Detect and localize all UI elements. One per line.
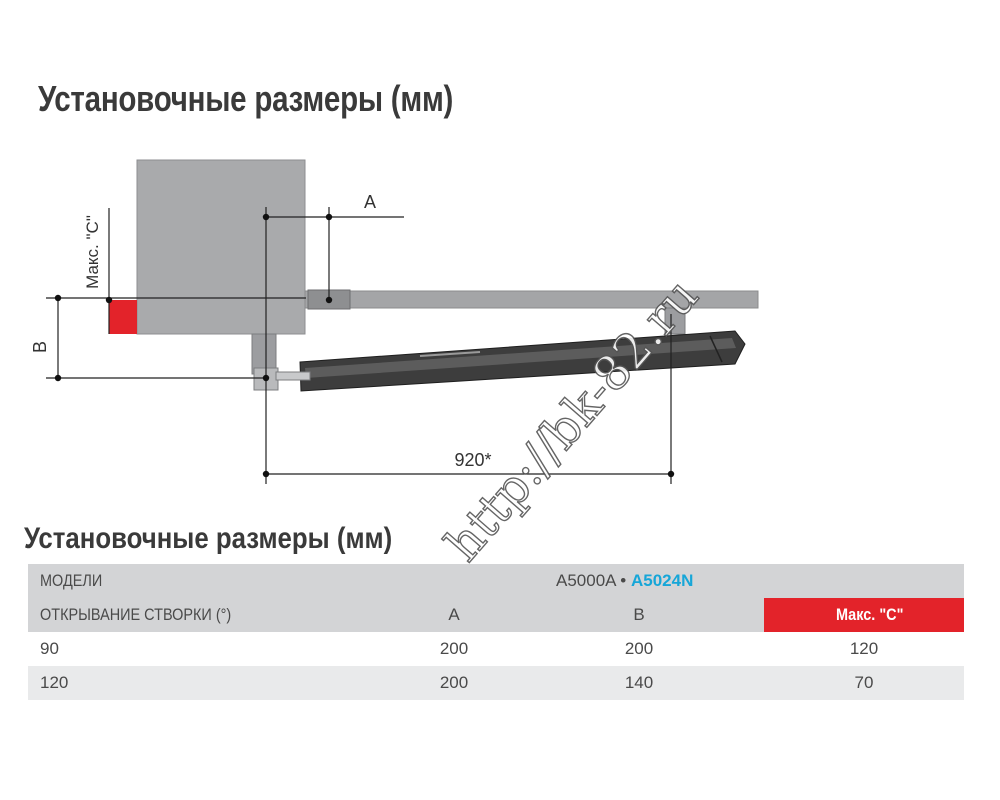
actuator bbox=[275, 330, 746, 392]
dimension-label-max-c: Макс. "С" bbox=[83, 215, 102, 289]
opening-label: ОТКРЫВАНИЕ СТВОРКИ (°) bbox=[28, 598, 394, 632]
column-header-max-c: Макс. "С" bbox=[764, 598, 964, 632]
column-header-b: B bbox=[514, 598, 764, 632]
table-row: 90 200 200 120 bbox=[28, 632, 964, 666]
gate-bracket bbox=[664, 307, 686, 335]
row-angle: 90 bbox=[28, 632, 394, 666]
row-b-value: 140 bbox=[514, 666, 764, 700]
gate-leaf bbox=[304, 290, 759, 309]
dimension-label-a: A bbox=[364, 192, 376, 212]
dimension-label-b: B bbox=[30, 341, 50, 353]
column-header-a: A bbox=[394, 598, 514, 632]
models-value-cell: A5000A • A5024N bbox=[394, 564, 964, 598]
models-value: A5000A • A5024N bbox=[556, 571, 693, 591]
model-1: A5000A bbox=[556, 571, 616, 590]
row-max-c-value: 70 bbox=[764, 666, 964, 700]
dimension-label-920: 920* bbox=[454, 450, 491, 470]
table-row: 120 200 140 70 bbox=[28, 666, 964, 700]
dimension-dots bbox=[54, 213, 675, 478]
table-title: Установочные размеры (мм) bbox=[24, 522, 393, 555]
row-b-value: 200 bbox=[514, 632, 764, 666]
row-a-value: 200 bbox=[394, 666, 514, 700]
max-c-marker bbox=[109, 300, 137, 334]
page-title: Установочные размеры (мм) bbox=[38, 78, 454, 119]
pillar bbox=[136, 159, 306, 335]
row-angle: 120 bbox=[28, 666, 394, 700]
model-separator: • bbox=[620, 571, 627, 590]
dimension-lines bbox=[46, 207, 672, 484]
installation-diagram: A B Макс. "С" 920* bbox=[30, 159, 759, 484]
dimensions-table: МОДЕЛИ A5000A • A5024N ОТКРЫВАНИЕ СТВОРК… bbox=[28, 564, 964, 700]
row-a-value: 200 bbox=[394, 632, 514, 666]
row-max-c-value: 120 bbox=[764, 632, 964, 666]
table-header-columns: ОТКРЫВАНИЕ СТВОРКИ (°) A B Макс. "С" bbox=[28, 598, 964, 632]
model-2: A5024N bbox=[630, 571, 694, 590]
models-label: МОДЕЛИ bbox=[28, 564, 394, 598]
table-header-models: МОДЕЛИ A5000A • A5024N bbox=[28, 564, 964, 598]
